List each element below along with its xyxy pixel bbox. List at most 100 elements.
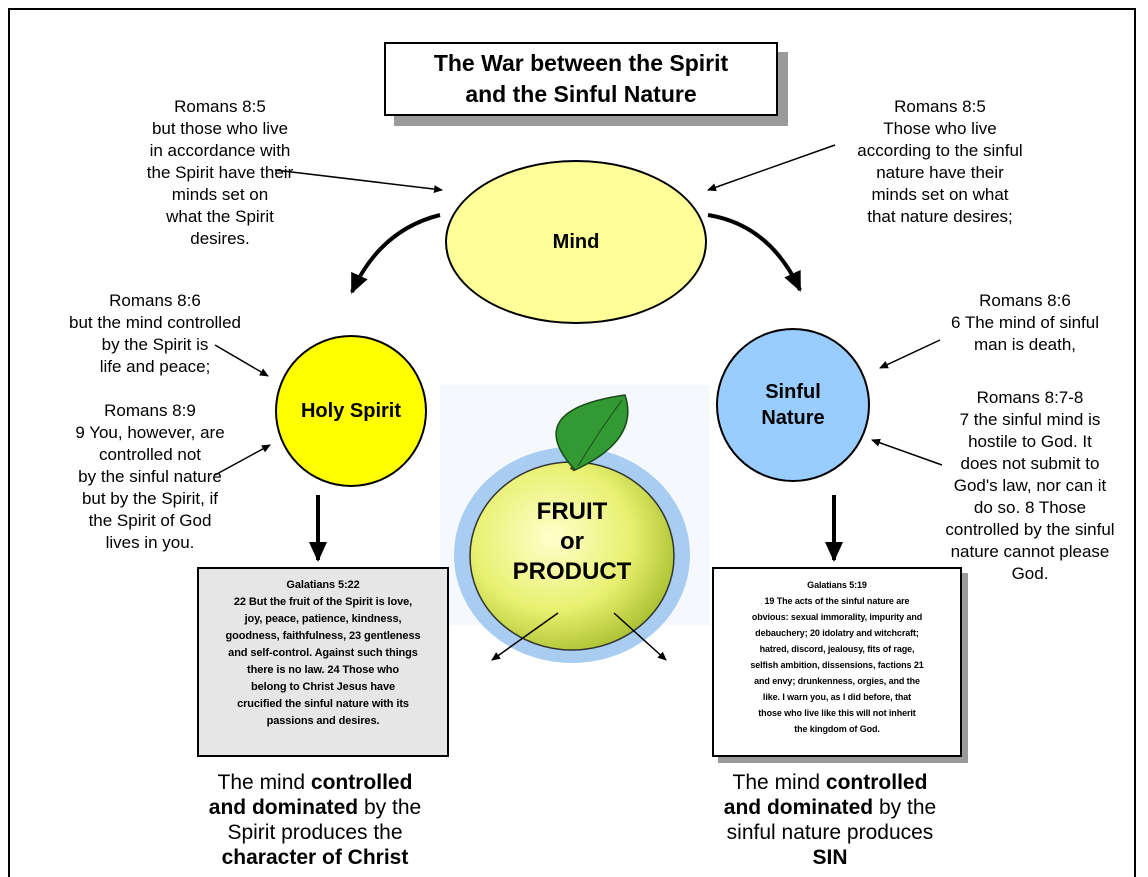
caption-line-2: and dominated by the — [723, 796, 937, 819]
note-line: do so. 8 Those — [973, 498, 1087, 517]
verse-line: debauchery; 20 idolatry and witchcraft; — [755, 628, 919, 638]
note-romans-8-9: Romans 8:9 9 You, however, are controlle… — [55, 400, 245, 554]
arrow-fruit-right — [613, 612, 667, 661]
note-line: man is death, — [973, 335, 1077, 354]
title-line-2: and the Sinful Nature — [465, 81, 697, 107]
verse-line: like. I warn you, as I did before, that — [762, 692, 912, 702]
note-line: minds set on what — [871, 185, 1009, 204]
verse-line: there is no law. 24 Those who — [247, 664, 399, 676]
note-line: but by the Spirit, if — [81, 489, 219, 508]
holy-spirit-label: Holy Spirit — [300, 400, 401, 422]
verse-line: belong to Christ Jesus have — [250, 681, 395, 693]
arrow-note-ll — [214, 444, 271, 476]
note-line: 9 You, however, are — [75, 423, 225, 442]
sinful-nature-label-1: Sinful — [765, 381, 821, 403]
verse-line: 22 But the fruit of the Spirit is love, — [233, 596, 413, 608]
note-ref: Romans 8:5 — [894, 97, 986, 116]
note-line: what the Spirit — [166, 207, 274, 226]
note-line: lives in you. — [105, 533, 195, 552]
note-romans-8-5-spirit: Romans 8:5 but those who live in accorda… — [120, 96, 320, 250]
sinful-nature-label-2: Nature — [761, 407, 825, 429]
arrow-fruit-left — [491, 612, 559, 661]
caption-line-2: and dominated by the — [208, 796, 422, 819]
fruit-label-3: PRODUCT — [512, 558, 632, 585]
note-line: the Spirit have their — [146, 163, 294, 182]
verse-line: those who live like this will not inheri… — [758, 708, 916, 718]
verse-line: and self-control. Against such things — [228, 647, 418, 659]
verse-line: obvious: sexual immorality, impurity and — [751, 612, 923, 622]
note-line: that nature desires; — [867, 207, 1013, 226]
verse-line: selfish ambition, dissensions, factions … — [750, 660, 924, 670]
caption-line-3: Spirit produces the — [227, 821, 403, 844]
note-romans-8-7-8: Romans 8:7-8 7 the sinful mind is hostil… — [930, 387, 1130, 585]
arrow-note-ml — [214, 344, 269, 377]
note-ref: Romans 8:6 — [979, 291, 1071, 310]
apple-fruit-icon — [454, 394, 690, 663]
verse-galatians-5-22: Galatians 5:22 22 But the fruit of the S… — [197, 567, 449, 757]
note-ref: Romans 8:5 — [174, 97, 266, 116]
note-ref: Romans 8:7-8 — [976, 388, 1084, 407]
caption-sinful: The mind controlled and dominated by the… — [700, 770, 960, 870]
note-ref: Romans 8:6 — [109, 291, 201, 310]
arrow-note-lr — [871, 438, 943, 466]
caption-line-1: The mind controlled — [732, 771, 928, 794]
caption-line-4: character of Christ — [221, 846, 409, 869]
note-line: desires. — [190, 229, 250, 248]
verse-ref: Galatians 5:19 — [807, 580, 867, 590]
note-line: God's law, nor can it — [953, 476, 1107, 495]
verse-line: hatred, discord, jealousy, fits of rage, — [759, 644, 915, 654]
note-romans-8-6-sinful: Romans 8:6 6 The mind of sinful man is d… — [935, 290, 1115, 356]
mind-label: Mind — [552, 231, 600, 253]
verse-line: passions and desires. — [266, 715, 380, 727]
note-line: God. — [1011, 564, 1049, 583]
arrow-mind-to-spirit — [350, 213, 441, 294]
note-line: Those who live — [883, 119, 997, 138]
verse-line: goodness, faithfulness, 23 gentleness — [225, 630, 421, 642]
note-line: according to the sinful — [857, 141, 1023, 160]
note-ref: Romans 8:9 — [104, 401, 196, 420]
note-line: hostile to God. It — [968, 432, 1092, 451]
fruit-label-1: FRUIT — [536, 498, 608, 525]
note-line: 6 The mind of sinful — [950, 313, 1100, 332]
verse-line: and envy; drunkenness, orgies, and the — [754, 676, 920, 686]
note-line: controlled not — [98, 445, 202, 464]
caption-line-3: sinful nature produces — [726, 821, 934, 844]
verse-ref: Galatians 5:22 — [286, 579, 360, 591]
mind-circle: Mind — [445, 160, 707, 324]
arrow-mind-to-sinful — [707, 213, 802, 292]
note-line: the Spirit of God — [88, 511, 212, 530]
arrow-note-tr — [707, 144, 836, 192]
arrow-note-tl — [274, 169, 443, 194]
caption-spirit: The mind controlled and dominated by the… — [185, 770, 445, 870]
verse-line: joy, peace, patience, kindness, — [244, 613, 402, 625]
verse-galatians-5-19: Galatians 5:19 19 The acts of the sinful… — [712, 567, 962, 757]
caption-line-1: The mind controlled — [217, 771, 413, 794]
note-line: does not submit to — [960, 454, 1100, 473]
note-line: nature cannot please — [950, 542, 1110, 561]
note-line: by the Spirit is — [101, 335, 209, 354]
fruit-label: FRUIT or PRODUCT — [480, 497, 664, 587]
note-line: but the mind controlled — [69, 313, 241, 332]
diagram-title: The War between the Spirit and the Sinfu… — [384, 42, 778, 116]
note-romans-8-5-sinful: Romans 8:5 Those who live according to t… — [820, 96, 1060, 228]
note-romans-8-6-spirit: Romans 8:6 but the mind controlled by th… — [55, 290, 255, 378]
arrow-note-mr — [879, 339, 941, 369]
verse-line: crucified the sinful nature with its — [237, 698, 409, 710]
note-line: minds set on — [171, 185, 269, 204]
fruit-label-2: or — [560, 528, 584, 555]
verse-line: the kingdom of God. — [794, 724, 880, 734]
title-line-1: The War between the Spirit — [433, 50, 729, 76]
note-line: 7 the sinful mind is — [959, 410, 1101, 429]
note-line: in accordance with — [149, 141, 291, 160]
note-line: by the sinful nature — [78, 467, 222, 486]
diagram-frame — [8, 8, 1136, 877]
note-line: controlled by the sinful — [945, 520, 1115, 539]
note-line: life and peace; — [99, 357, 211, 376]
verse-line: 19 The acts of the sinful nature are — [764, 596, 910, 606]
note-line: but those who live — [151, 119, 289, 138]
holy-spirit-circle: Holy Spirit — [275, 335, 427, 487]
caption-line-4: SIN — [812, 846, 848, 869]
sinful-nature-circle: Sinful Nature — [716, 328, 870, 482]
note-line: nature have their — [876, 163, 1004, 182]
